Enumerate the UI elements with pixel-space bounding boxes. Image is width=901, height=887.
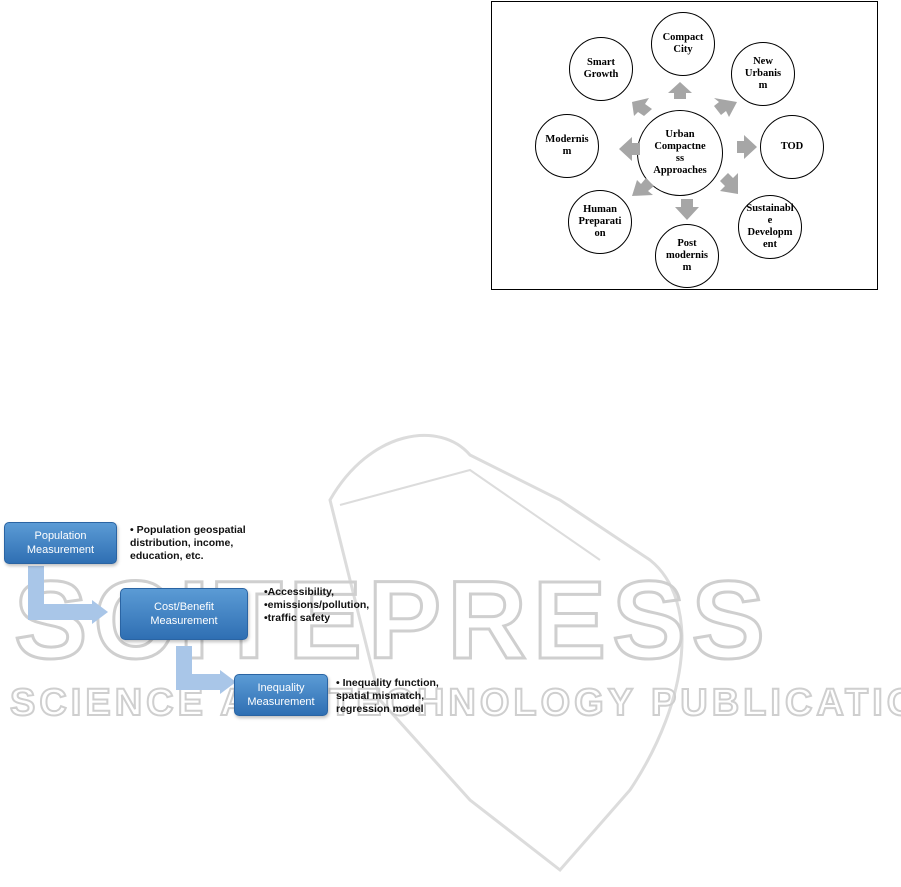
outer-circle-compact-city: Compact City [651,12,715,76]
arrow-up-right-icon [714,98,737,117]
population-measurement-note: • Population geospatial distribution, in… [130,524,246,562]
outer-circle-smart-growth: Smart Growth [569,37,633,101]
population-measurement-box: Population Measurement [4,522,117,564]
arrow-up-left-icon [632,98,652,116]
arrow-up-icon [668,82,692,99]
cost-benefit-measurement-box: Cost/Benefit Measurement [120,588,248,640]
arrow-left-icon [619,137,640,161]
connector-1 [28,566,95,620]
outer-circle-tod: TOD [760,115,824,179]
connector-1-arrow-icon [92,600,108,624]
connector-2 [176,646,222,690]
urban-compactness-diagram: Urban Compactne ss Approaches Compact Ci… [491,1,878,290]
arrow-down-icon [675,199,699,220]
arrow-down-left-icon [632,178,654,196]
arrows-layer [619,82,757,220]
outer-circle-sustainable-development: Sustainabl e Developm ent [738,195,802,259]
outer-circle-postmodernism: Post modernis m [655,224,719,288]
outer-circle-modernism: Modernis m [535,114,599,178]
connector-2-arrow-icon [220,670,236,694]
cost-benefit-measurement-note: •Accessibility, •emissions/pollution, •t… [264,586,370,624]
outer-circle-human-preparation: Human Preparati on [568,190,632,254]
outer-circle-new-urbanism: New Urbanis m [731,42,795,106]
inequality-measurement-box: Inequality Measurement [234,674,328,716]
arrow-right-icon [737,135,757,159]
inequality-measurement-note: • Inequality function, spatial mismatch,… [336,677,439,715]
arrow-down-right-icon [720,173,738,194]
